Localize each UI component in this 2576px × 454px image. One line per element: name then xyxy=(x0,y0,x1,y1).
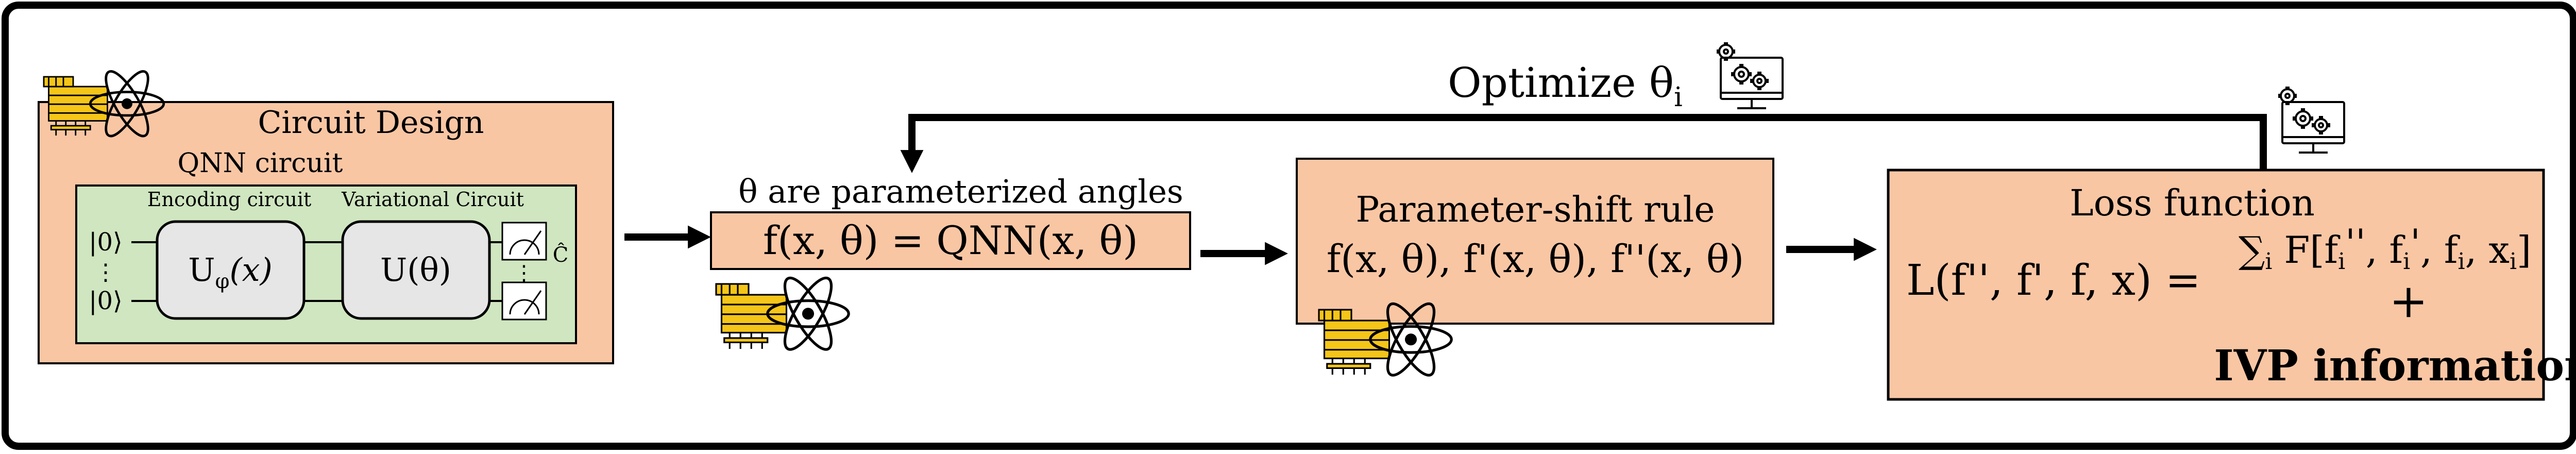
qnn-caption: θ are parameterized angles xyxy=(738,173,1183,210)
measurement-meter-bottom xyxy=(501,281,547,321)
qnn-circuit-label: QNN circuit xyxy=(178,148,343,179)
qnn-formula-panel: θ are parameterized angles f(x, θ) = QNN… xyxy=(710,173,1191,356)
variational-circuit-label: Variational Circuit xyxy=(341,188,524,211)
svg-text:Uφ(x): Uφ(x) xyxy=(188,251,273,293)
loss-lhs: L(f'', f', f, x) = xyxy=(1906,256,2201,305)
circuit-design-title: Circuit Design xyxy=(258,105,484,141)
circuit-design-panel: Circuit Design QNN circuit Encoding circ… xyxy=(38,66,614,364)
parameter-shift-panel: Parameter-shift rule f(x, θ), f'(x, θ), … xyxy=(1296,158,1774,381)
parameter-shift-formula: f(x, θ), f'(x, θ), f''(x, θ) xyxy=(1327,237,1744,281)
measurement-meter-top xyxy=(501,222,547,261)
loss-function-panel: Loss function L(f'', f', f, x) = ∑i F[fi… xyxy=(1887,169,2576,401)
loss-rhs: ∑i F[fi'', fi', fi, xi] xyxy=(2239,221,2531,275)
ivp-information: IVP information xyxy=(2214,341,2576,391)
qubit-ellipsis-right: ⋮ xyxy=(514,261,534,285)
qnn-formula: f(x, θ) = QNN(x, θ) xyxy=(763,217,1138,263)
encoding-gate xyxy=(156,220,306,320)
qubit-ellipsis-left: ⋮ xyxy=(94,259,117,285)
ket-zero-bottom: |0⟩ xyxy=(89,287,122,315)
variational-gate xyxy=(341,220,491,320)
loss-function-title: Loss function xyxy=(2070,182,2315,224)
optimize-label: Optimize θi xyxy=(1448,59,1683,113)
encoding-circuit-label: Encoding circuit xyxy=(147,188,312,211)
ket-zero-top: |0⟩ xyxy=(89,228,122,257)
optimize-feedback-loop: Optimize θi xyxy=(900,41,2345,173)
variational-gate-label: U(θ) xyxy=(380,251,451,289)
readout-operator-label: Ĉ xyxy=(553,243,569,267)
parameter-shift-title: Parameter-shift rule xyxy=(1356,190,1715,230)
loss-plus: + xyxy=(2389,274,2428,328)
